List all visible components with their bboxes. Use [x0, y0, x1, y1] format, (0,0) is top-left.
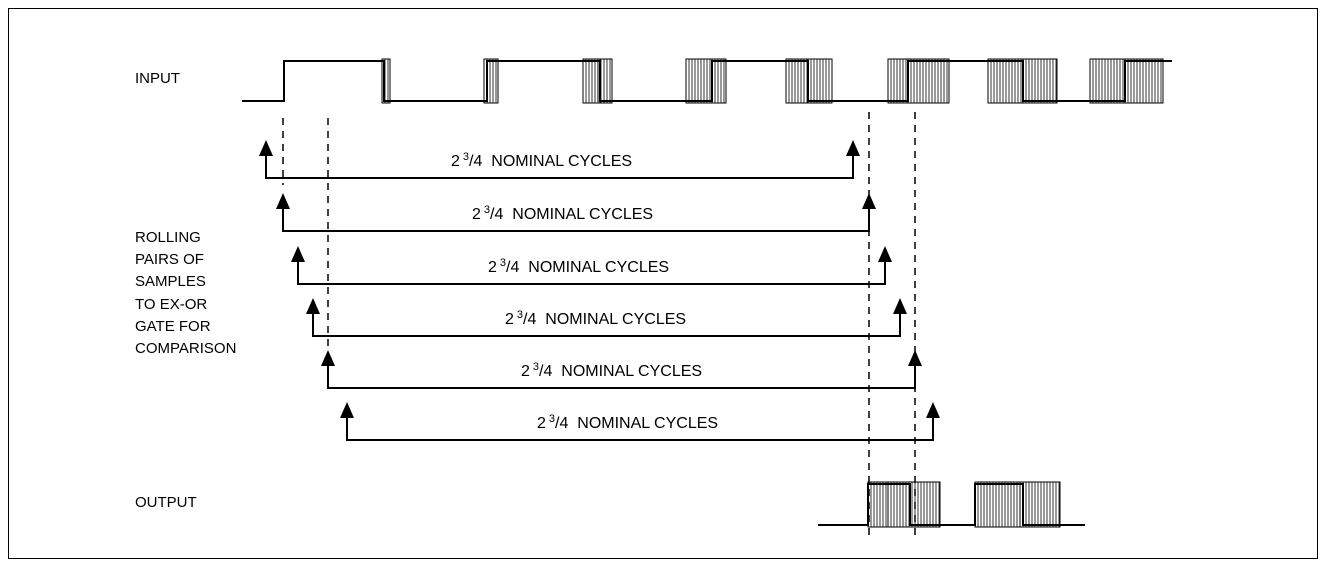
rolling-label-line-4: TO EX-OR: [135, 296, 208, 313]
input-jitter-regions: [381, 58, 1164, 104]
arrowhead-left-icon: [291, 246, 305, 262]
jitter-hatch-box: [582, 58, 601, 104]
jitter-hatch-box: [1124, 58, 1164, 104]
rolling-label-line-1: ROLLING: [135, 229, 201, 246]
cycle-arrow-4: [306, 298, 907, 337]
rolling-label-line-3: SAMPLES: [135, 273, 206, 290]
jitter-hatch-box: [1019, 481, 1061, 528]
cycle-arrow-5: [321, 350, 922, 389]
arrowhead-right-icon: [878, 246, 892, 262]
rolling-label-line-6: COMPARISON: [135, 340, 237, 357]
arrowhead-right-icon: [893, 298, 907, 314]
cycle-arrow-6: [340, 402, 940, 441]
arrowhead-left-icon: [276, 193, 290, 209]
jitter-hatch-box: [597, 58, 613, 104]
jitter-hatch-box: [483, 58, 499, 104]
arrowhead-left-icon: [306, 298, 320, 314]
jitter-hatch-box: [1022, 58, 1058, 104]
output-waveform: [818, 483, 1085, 526]
jitter-hatch-box: [974, 481, 1021, 528]
cycle-arrow-2: [276, 193, 876, 232]
cycle-arrow-3: [291, 246, 892, 285]
rolling-label-line-5: GATE FOR: [135, 318, 211, 335]
jitter-hatch-box: [381, 58, 391, 104]
jitter-hatch-box: [711, 58, 727, 104]
jitter-hatch-box: [685, 58, 713, 104]
arrowhead-right-icon: [846, 140, 860, 156]
rolling-label-line-2: PAIRS OF: [135, 251, 204, 268]
arrowhead-right-icon: [908, 350, 922, 366]
input-label: INPUT: [135, 70, 180, 87]
jitter-hatch-box: [907, 58, 950, 104]
diagram-frame: [8, 8, 1318, 559]
jitter-hatch-box: [887, 481, 941, 528]
arrowhead-left-icon: [340, 402, 354, 418]
output-jitter-regions: [867, 481, 1061, 528]
sample-dashed-lines: [282, 112, 916, 540]
cycle-arrow-1: [259, 140, 860, 179]
arrowhead-left-icon: [259, 140, 273, 156]
output-label: OUTPUT: [135, 494, 197, 511]
arrowhead-left-icon: [321, 350, 335, 366]
arrow-layer: [259, 140, 940, 441]
arrowhead-right-icon: [862, 193, 876, 209]
arrowhead-right-icon: [926, 402, 940, 418]
